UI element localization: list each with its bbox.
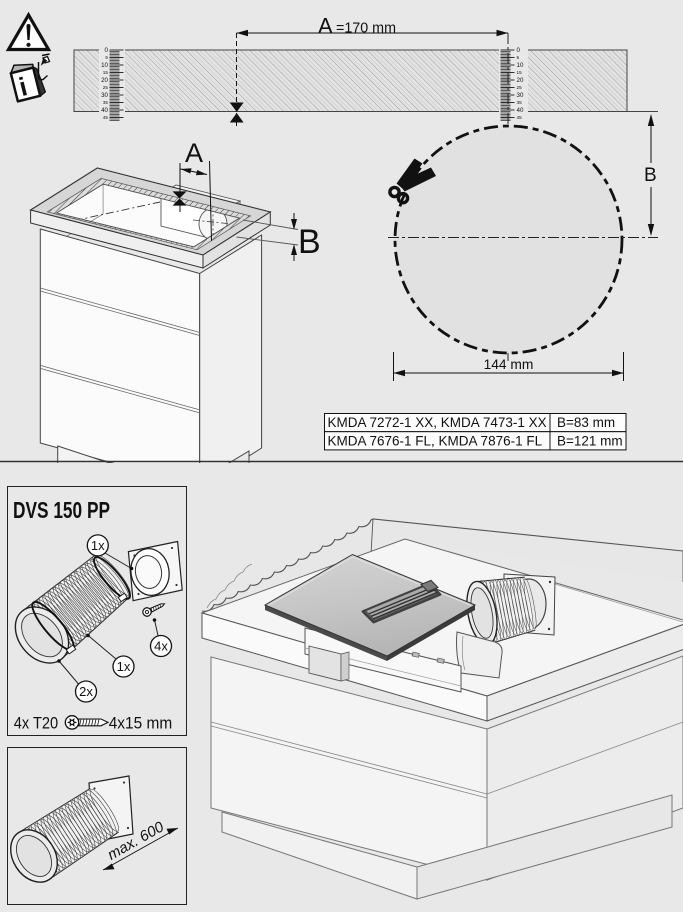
svg-text:35: 35 <box>517 100 523 105</box>
svg-text:10: 10 <box>101 62 108 69</box>
svg-text:0: 0 <box>105 47 109 54</box>
svg-text:4x T20: 4x T20 <box>14 714 59 733</box>
svg-text:5: 5 <box>517 55 520 60</box>
svg-text:15: 15 <box>103 70 109 75</box>
svg-text:0: 0 <box>517 47 521 54</box>
svg-text:35: 35 <box>103 100 109 105</box>
svg-text:=170 mm: =170 mm <box>336 21 396 37</box>
svg-text:4x15 mm: 4x15 mm <box>109 714 173 733</box>
svg-text:25: 25 <box>103 85 109 90</box>
svg-text:1x: 1x <box>117 659 131 674</box>
svg-text:45: 45 <box>103 115 109 120</box>
svg-text:B=83 mm: B=83 mm <box>557 415 615 430</box>
svg-text:45: 45 <box>517 115 523 120</box>
svg-text:5: 5 <box>105 55 108 60</box>
svg-text:20: 20 <box>517 77 524 84</box>
svg-text:20: 20 <box>101 77 108 84</box>
svg-text:10: 10 <box>517 62 524 69</box>
svg-text:30: 30 <box>101 92 108 99</box>
svg-text:40: 40 <box>517 107 524 114</box>
svg-text:KMDA 7676-1 FL, KMDA 7876-1 FL: KMDA 7676-1 FL, KMDA 7876-1 FL <box>328 433 543 448</box>
svg-text:144 mm: 144 mm <box>484 357 534 372</box>
svg-text:30: 30 <box>517 92 524 99</box>
svg-text:A: A <box>318 14 333 39</box>
svg-text:25: 25 <box>517 85 523 90</box>
svg-text:40: 40 <box>101 107 108 114</box>
svg-text:1x: 1x <box>91 538 105 553</box>
svg-text:A: A <box>185 138 203 168</box>
svg-text:DVS 150 PP: DVS 150 PP <box>13 497 110 523</box>
svg-text:KMDA 7272-1 XX, KMDA 7473-1 XX: KMDA 7272-1 XX, KMDA 7473-1 XX <box>328 415 547 430</box>
svg-text:2x: 2x <box>79 684 93 699</box>
svg-text:B: B <box>298 223 321 261</box>
svg-text:B: B <box>644 165 657 186</box>
svg-text:B=121 mm: B=121 mm <box>557 433 623 448</box>
svg-text:4x: 4x <box>154 639 168 654</box>
svg-text:15: 15 <box>517 70 523 75</box>
